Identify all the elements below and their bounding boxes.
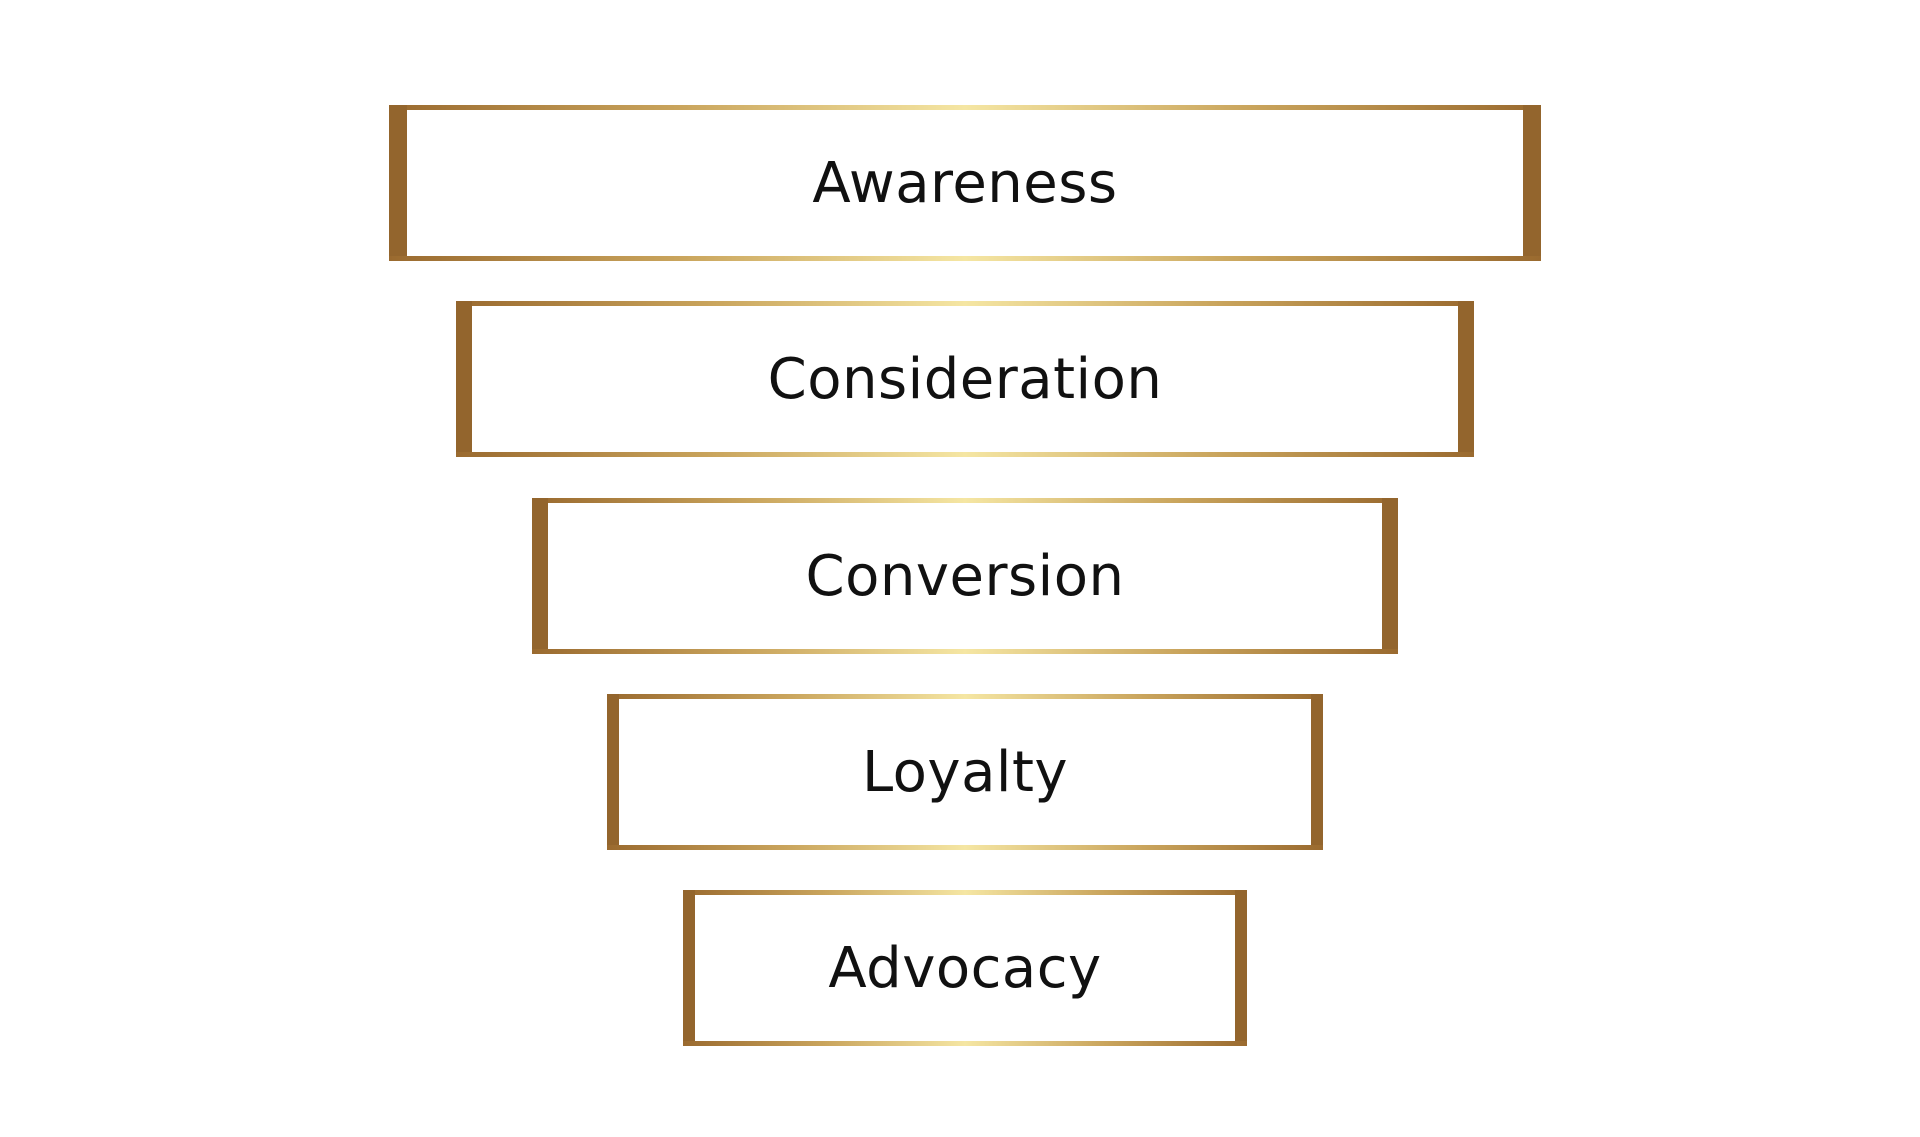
- stage-frame-right-bar: [1311, 694, 1323, 850]
- funnel-stage-awareness: Awareness: [389, 105, 1541, 261]
- stage-frame-left-bar: [389, 105, 407, 261]
- stage-frame-left-bar: [532, 498, 548, 654]
- stage-frame-right-bar: [1523, 105, 1541, 261]
- stage-frame-right-bar: [1458, 301, 1474, 457]
- stage-label: Advocacy: [828, 935, 1102, 1001]
- stage-frame-left-bar: [607, 694, 619, 850]
- stage-frame-left-bar: [456, 301, 472, 457]
- stage-label: Conversion: [805, 543, 1125, 609]
- stage-label: Consideration: [767, 346, 1163, 412]
- funnel-stage-loyalty: Loyalty: [607, 694, 1323, 850]
- stage-frame-left-bar: [683, 890, 695, 1046]
- stage-label: Awareness: [812, 150, 1118, 216]
- stage-label: Loyalty: [861, 739, 1069, 805]
- funnel-stage-conversion: Conversion: [532, 498, 1398, 654]
- funnel-stage-consideration: Consideration: [456, 301, 1474, 457]
- funnel-stage-advocacy: Advocacy: [683, 890, 1247, 1046]
- stage-frame-right-bar: [1235, 890, 1247, 1046]
- stage-frame-right-bar: [1382, 498, 1398, 654]
